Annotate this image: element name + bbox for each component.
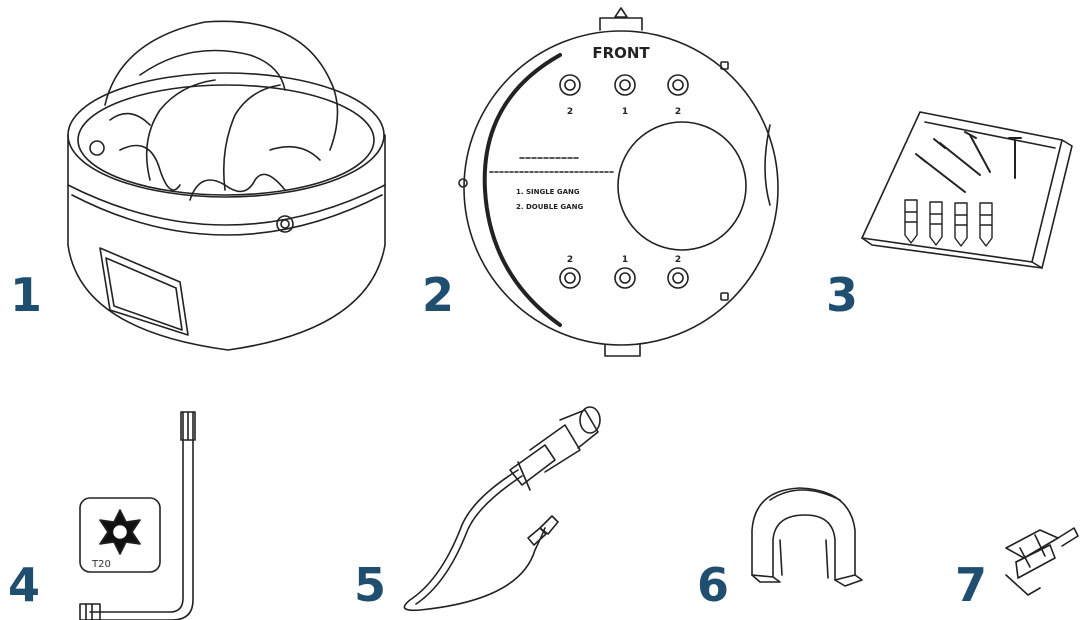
plate-front-label: FRONT	[592, 44, 650, 62]
plate-hole-label-top-right: 2	[675, 107, 681, 117]
item-number-3: 3	[826, 268, 859, 322]
plate-option-single-gang: 1. SINGLE GANG	[516, 188, 580, 196]
item-number-1: 1	[10, 268, 43, 322]
adapter-cable-illustration	[403, 406, 601, 612]
torx-wrench-illustration	[79, 411, 196, 620]
item-number-2: 2	[422, 268, 455, 322]
plate-hole-label-bottom-right: 2	[675, 255, 681, 265]
screw-bag-illustration	[861, 111, 1073, 269]
mounting-plate-illustration	[458, 7, 779, 357]
connector-illustration	[1005, 527, 1079, 596]
item-number-4: 4	[8, 558, 41, 612]
wrench-size-label: T20	[91, 559, 111, 570]
plate-hole-label-bottom-center: 1	[622, 255, 628, 265]
dome-camera-illustration	[67, 20, 386, 351]
item-number-5: 5	[354, 558, 387, 612]
cable-clip-illustration	[751, 487, 863, 587]
plate-hole-label-top-left: 2	[567, 107, 573, 117]
item-number-7: 7	[955, 558, 988, 612]
item-number-6: 6	[697, 558, 730, 612]
plate-hole-label-top-center: 1	[622, 107, 628, 117]
plate-hole-label-bottom-left: 2	[567, 255, 573, 265]
plate-option-double-gang: 2. DOUBLE GANG	[516, 203, 583, 211]
